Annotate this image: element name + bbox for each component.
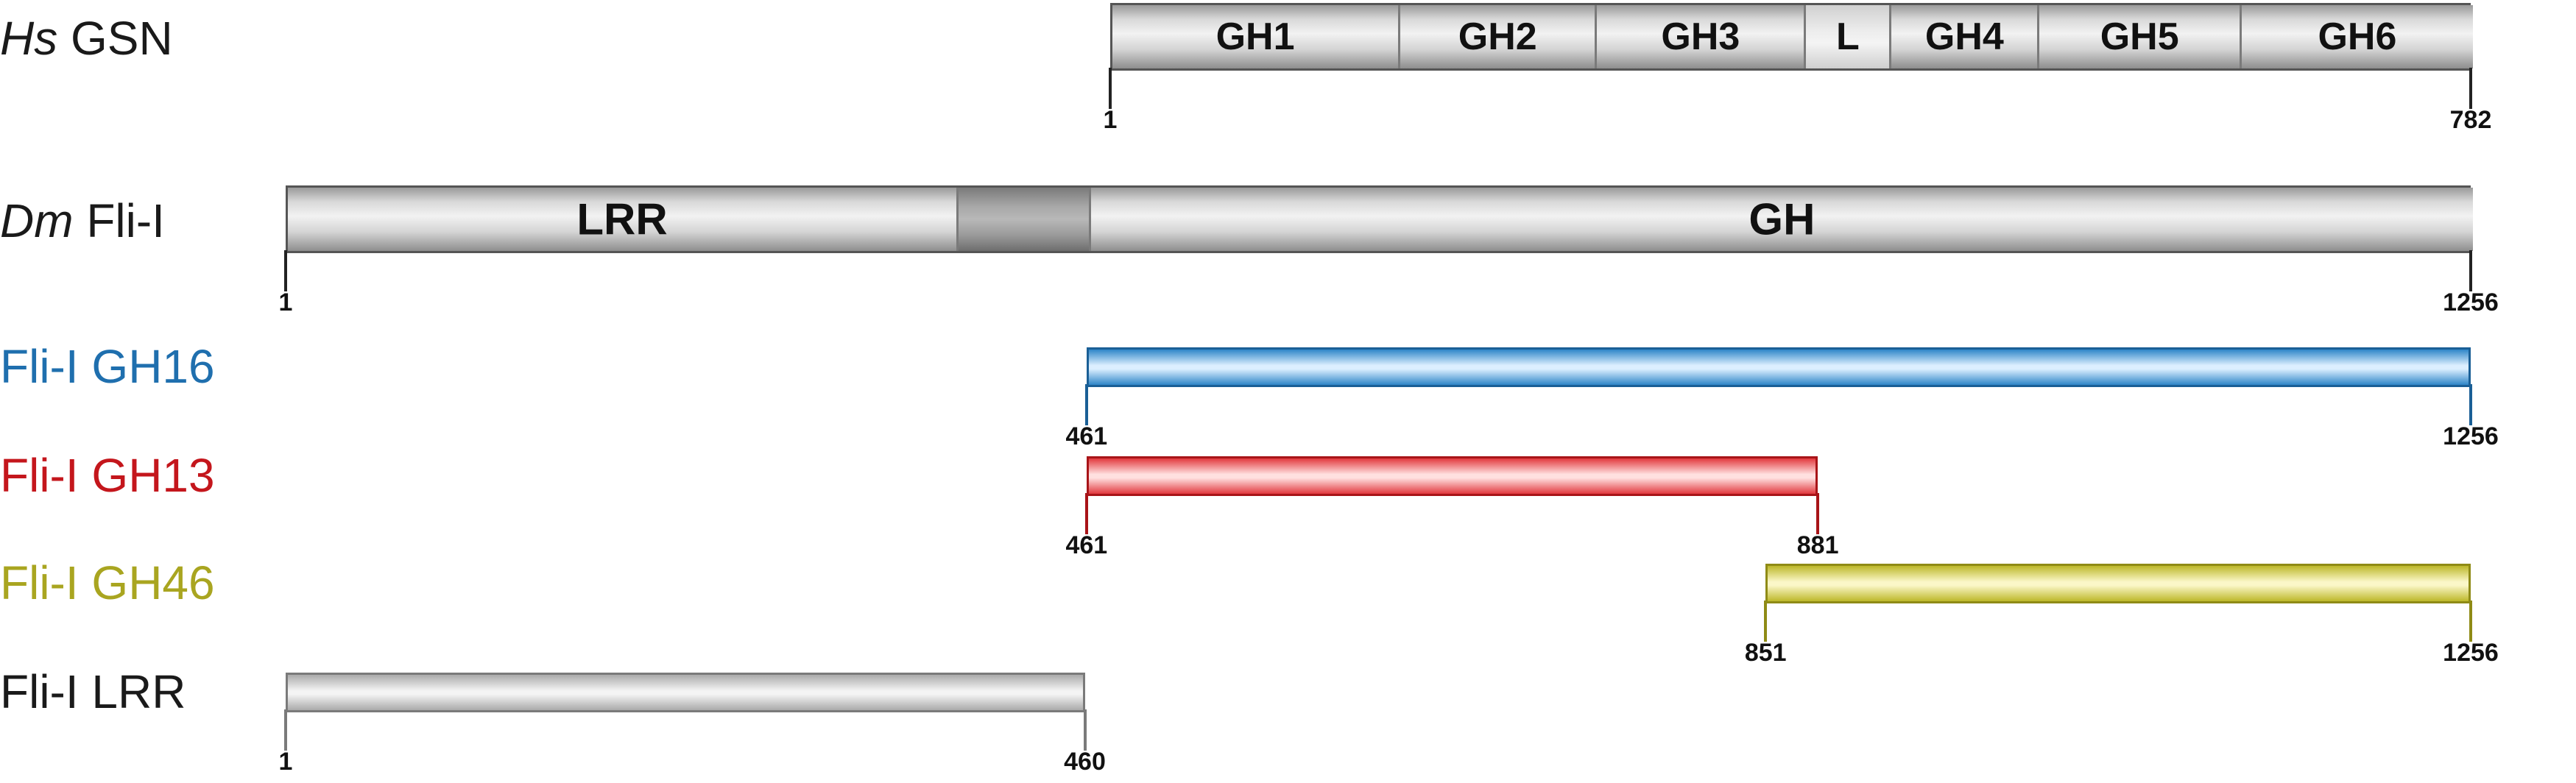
row-label-text: Fli-I GH16 [0,340,215,393]
domain-label: GH6 [2318,15,2397,58]
domain-label: GH4 [1924,15,2004,58]
row-label-fli-gh13: Fli-I GH13 [0,452,215,499]
position-tick [2469,600,2472,642]
domain-gh4: GH4 [1889,5,2038,68]
domain-label: GH3 [1661,15,1740,58]
domain-gh1: GH1 [1112,5,1399,68]
protein-bar-hs-gsn: GH1 GH2 GH3 L GH4 GH5 GH6 [1110,3,2473,71]
row-label-text: Fli-I GH46 [0,556,215,609]
row-label-italic: Dm [0,194,74,247]
row-label-fli-gh16: Fli-I GH16 [0,343,215,390]
construct-bar-fli-gh46 [1765,564,2471,603]
position-label: 1 [1103,106,1118,134]
domain-gh5: GH5 [2037,5,2240,68]
position-tick [1084,493,1088,534]
position-tick [1084,384,1088,425]
position-tick [2469,250,2472,291]
position-tick [2469,384,2472,425]
construct-bar-fli-gh13 [1086,456,1818,496]
domain-label: GH1 [1215,15,1295,58]
domain-gh6: GH6 [2239,5,2473,68]
domain-label: L [1835,15,1860,58]
domain-linker [956,188,1089,251]
position-label: 1 [278,288,293,316]
row-label-text: Fli-I GH13 [0,449,215,502]
position-label: 461 [1065,422,1108,450]
protein-bar-dm-fli-i: LRR GH [286,185,2473,253]
domain-lrr: LRR [288,188,957,251]
domain-l: L [1804,5,1890,68]
domain-label: GH5 [2100,15,2179,58]
domain-label: GH2 [1458,15,1537,58]
row-label-italic: Hs [0,12,58,65]
row-label-text: Fli-I LRR [0,665,186,718]
row-label-text: GSN [57,12,173,65]
position-tick [1109,68,1112,109]
position-tick [284,250,287,291]
position-tick [284,709,287,751]
position-label: 1256 [2443,422,2499,450]
row-label-fli-gh46: Fli-I GH46 [0,559,215,606]
construct-bar-fli-lrr [286,673,1085,712]
position-tick [1764,600,1768,642]
domain-label: LRR [576,194,668,244]
construct-bar-fli-gh16 [1086,347,2471,387]
row-label-dm-fli-i: Dm Fli-I [0,197,165,244]
position-label: 1256 [2443,639,2499,667]
domain-label: GH [1748,194,1815,244]
row-label-hs-gsn: Hs GSN [0,15,173,62]
position-tick [1816,493,1820,534]
position-label: 1 [278,748,293,776]
position-label: 881 [1796,531,1839,559]
position-tick [2469,68,2472,109]
row-label-text: Fli-I [73,194,165,247]
position-label: 1256 [2443,288,2499,316]
position-label: 851 [1744,639,1787,667]
position-label: 460 [1064,748,1106,776]
domain-gh2: GH2 [1398,5,1595,68]
position-label: 461 [1065,531,1108,559]
row-label-fli-lrr: Fli-I LRR [0,668,186,715]
position-tick [1083,709,1087,751]
domain-gh3: GH3 [1595,5,1804,68]
position-label: 782 [2449,106,2492,134]
domain-gh: GH [1088,188,2473,251]
